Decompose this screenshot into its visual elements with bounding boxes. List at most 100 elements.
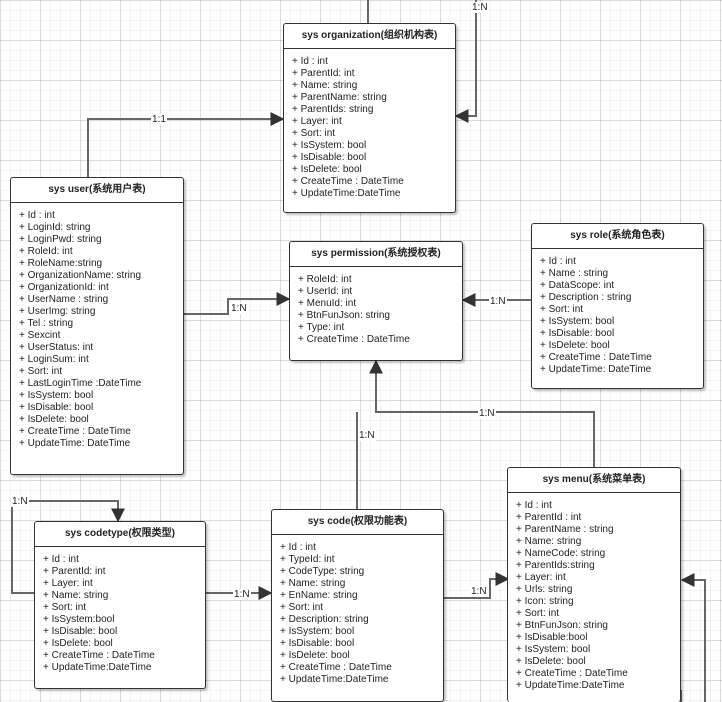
field: + IsDelete: bool xyxy=(280,650,350,661)
field: + UpdateTime:DateTime xyxy=(292,188,401,199)
field: + Tel : string xyxy=(19,318,74,329)
field: + Layer: int xyxy=(43,578,93,589)
field: + Sort: int xyxy=(43,602,87,613)
entity-name-cn: (系统用户表) xyxy=(88,184,146,195)
entity-name-cn: (系统菜单表) xyxy=(588,474,646,485)
field: + LoginSum: int xyxy=(19,354,89,365)
entity-permission[interactable]: sys permission(系统授权表) + RoleId: int + Us… xyxy=(289,241,463,361)
field: + IsDelete: bool xyxy=(43,638,113,649)
field: + EnName: string xyxy=(280,590,358,601)
entity-name-cn: (组织机构表) xyxy=(380,30,438,41)
field: + RoleName:string xyxy=(19,258,103,269)
field: + CreateTime : DateTime xyxy=(540,352,652,363)
label-code-menu: 1:N xyxy=(470,586,488,597)
field: + Layer: int xyxy=(292,116,342,127)
field: + MenuId: int xyxy=(298,298,357,309)
field: + Urls: string xyxy=(516,584,573,595)
field: + IsDisable: bool xyxy=(280,638,355,649)
field: + Sort: int xyxy=(19,366,63,377)
field: + CreateTime : DateTime xyxy=(298,334,410,345)
field: + LoginPwd: string xyxy=(19,234,102,245)
entity-code[interactable]: sys code(权限功能表) + Id : int + TypeId: int… xyxy=(271,509,444,702)
entity-title: sys code(权限功能表) xyxy=(272,510,443,535)
label-codetype-code: 1:N xyxy=(233,589,251,600)
edge-user-permission xyxy=(184,292,291,315)
entity-title: sys user(系统用户表) xyxy=(11,178,183,203)
field: + IsDelete: bool xyxy=(19,414,89,425)
field: + IsSystem: bool xyxy=(516,644,591,655)
field: + IsSystem:bool xyxy=(43,614,115,625)
field: + LoginId: string xyxy=(19,222,91,233)
entity-organization[interactable]: sys organization(组织机构表) + Id : int + Par… xyxy=(283,23,456,213)
field: + IsDisable: bool xyxy=(43,626,118,637)
field: + UpdateTime:DateTime xyxy=(516,680,625,691)
field: + RoleId: int xyxy=(298,274,352,285)
field: + Sexcint xyxy=(19,330,61,341)
field: + ParentId: int xyxy=(292,68,355,79)
field: + Id : int xyxy=(292,56,328,67)
field: + Sort: int xyxy=(516,608,560,619)
entity-title: sys codetype(权限类型) xyxy=(35,522,205,547)
field: + Sort: int xyxy=(280,602,324,613)
field: + UserName : string xyxy=(19,294,109,305)
field: + Name: string xyxy=(43,590,109,601)
field: + UserImg: string xyxy=(19,306,96,317)
entity-title: sys permission(系统授权表) xyxy=(290,242,462,267)
field: + Name: string xyxy=(516,536,582,547)
entity-name-cn: (系统角色表) xyxy=(608,230,665,241)
field-list: + Id : int + TypeId: int + CodeType: str… xyxy=(272,535,443,686)
label-user-permission: 1:N xyxy=(230,303,248,314)
field: + ParentId : int xyxy=(516,512,582,523)
field: + IsDelete: bool xyxy=(292,164,362,175)
label-user-org: 1:1 xyxy=(151,114,167,125)
field: + Id : int xyxy=(43,554,79,565)
field: + UpdateTime: DateTime xyxy=(540,364,652,375)
field: + Name: string xyxy=(280,578,346,589)
field: + ParentId: int xyxy=(43,566,106,577)
field: + Type: int xyxy=(298,322,345,333)
field: + BtnFunJson: string xyxy=(298,310,390,321)
entity-name: sys permission xyxy=(311,248,385,259)
entity-name-cn: (系统授权表) xyxy=(384,248,441,259)
field: + OrganizationId: int xyxy=(19,282,109,293)
entity-name: sys code xyxy=(307,516,351,527)
field: + Id : int xyxy=(516,500,552,511)
label-menu-permission: 1:N xyxy=(478,408,496,419)
field: + IsDisable: bool xyxy=(540,328,615,339)
field: + TypeId: int xyxy=(280,554,335,565)
field: + Description: string xyxy=(280,614,369,625)
field: + ParentName: string xyxy=(292,92,387,103)
field: + IsSystem: bool xyxy=(292,140,367,151)
entity-name: sys menu xyxy=(542,474,589,485)
field: + CreateTime : DateTime xyxy=(280,662,392,673)
entity-user[interactable]: sys user(系统用户表) + Id : int + LoginId: st… xyxy=(10,177,184,475)
field: + CreateTime : DateTime xyxy=(43,650,155,661)
entity-title: sys organization(组织机构表) xyxy=(284,24,455,49)
edge-org-self xyxy=(367,0,477,116)
field: + BtnFunJson: string xyxy=(516,620,608,631)
entity-name-cn: (权限类型) xyxy=(128,528,176,539)
field: + IsDelete: bool xyxy=(516,656,586,667)
field: + UpdateTime: DateTime xyxy=(19,438,131,449)
field: + Id : int xyxy=(540,256,576,267)
entity-name-cn: (权限功能表) xyxy=(350,516,408,527)
field-list: + Id : int + ParentId : int + ParentName… xyxy=(508,493,680,692)
entity-name: sys codetype xyxy=(64,528,129,539)
entity-menu[interactable]: sys menu(系统菜单表) + Id : int + ParentId : … xyxy=(507,467,681,702)
entity-title: sys role(系统角色表) xyxy=(532,224,703,249)
field-list: + Id : int + ParentId: int + Name: strin… xyxy=(284,49,455,200)
field: + OrganizationName: string xyxy=(19,270,142,281)
field: + IsDisable: bool xyxy=(19,402,94,413)
label-org-self: 1:N xyxy=(471,2,489,13)
entity-role[interactable]: sys role(系统角色表) + Id : int + Name : stri… xyxy=(531,223,704,389)
field: + IsDisable:bool xyxy=(516,632,588,643)
entity-name: sys user xyxy=(48,184,89,195)
entity-title: sys menu(系统菜单表) xyxy=(508,468,680,493)
label-code-permission: 1:N xyxy=(358,430,376,441)
field: + Description : string xyxy=(540,292,632,303)
field: + IsDelete: bool xyxy=(540,340,610,351)
field: + Sort: int xyxy=(540,304,584,315)
field: + ParentName : string xyxy=(516,524,614,535)
entity-codetype[interactable]: sys codetype(权限类型) + Id : int + ParentId… xyxy=(34,521,206,689)
field-list: + Id : int + Name : string + DataScope: … xyxy=(532,249,703,376)
